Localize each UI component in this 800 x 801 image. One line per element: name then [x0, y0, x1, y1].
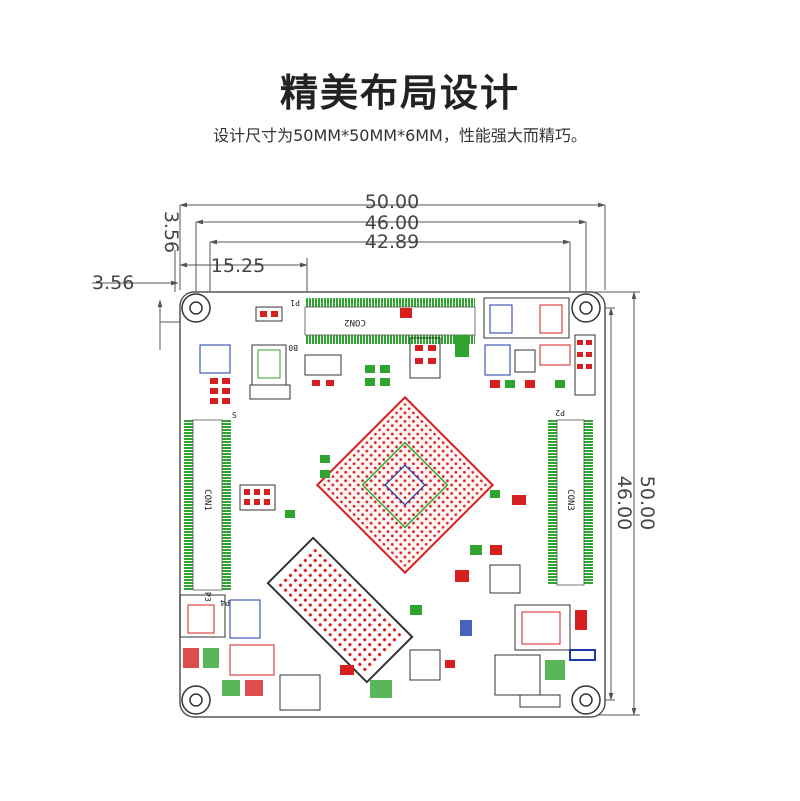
- pin-label-p2: P2: [555, 408, 565, 417]
- small-components: [179, 297, 596, 711]
- dim-width-inner: 42.89: [365, 231, 419, 253]
- connector-con2: CON2: [304, 298, 476, 344]
- dim-offset-top: 3.56: [160, 211, 182, 253]
- pcb-board: CON2 CON1 CON3: [179, 291, 606, 718]
- mounting-hole-bottom-left: [181, 685, 211, 715]
- pin-label-p5: S: [232, 411, 237, 420]
- pin-label-p6: B0: [288, 343, 298, 352]
- dim-height-outer: 50.00: [636, 476, 658, 530]
- connector-con2-label: CON2: [344, 317, 366, 327]
- mounting-hole-top-right: [571, 293, 601, 323]
- pin-label-p1: P1: [290, 298, 300, 307]
- dim-width-outer: 50.00: [365, 191, 419, 213]
- dim-offset-left: 3.56: [92, 272, 134, 294]
- pin-label-p3: P3: [203, 592, 212, 602]
- pin-label-p4: P4: [220, 598, 230, 607]
- page-subtitle: 设计尺寸为50MM*50MM*6MM，性能强大而精巧。: [213, 126, 587, 145]
- connector-con1-label: CON1: [202, 489, 212, 511]
- dim-offset-x: 15.25: [211, 255, 265, 277]
- page-title: 精美布局设计: [279, 71, 520, 115]
- mounting-hole-bottom-right: [571, 685, 601, 715]
- connector-con3-label: CON3: [565, 489, 575, 511]
- dim-width-holes: 46.00: [365, 212, 419, 234]
- connector-con3: CON3: [548, 419, 593, 586]
- main-processor-bga: [315, 395, 495, 575]
- connector-con1: CON1: [184, 419, 231, 591]
- mounting-hole-top-left: [181, 293, 211, 323]
- memory-chip-bga: [266, 536, 414, 684]
- dim-height-holes: 46.00: [613, 476, 635, 530]
